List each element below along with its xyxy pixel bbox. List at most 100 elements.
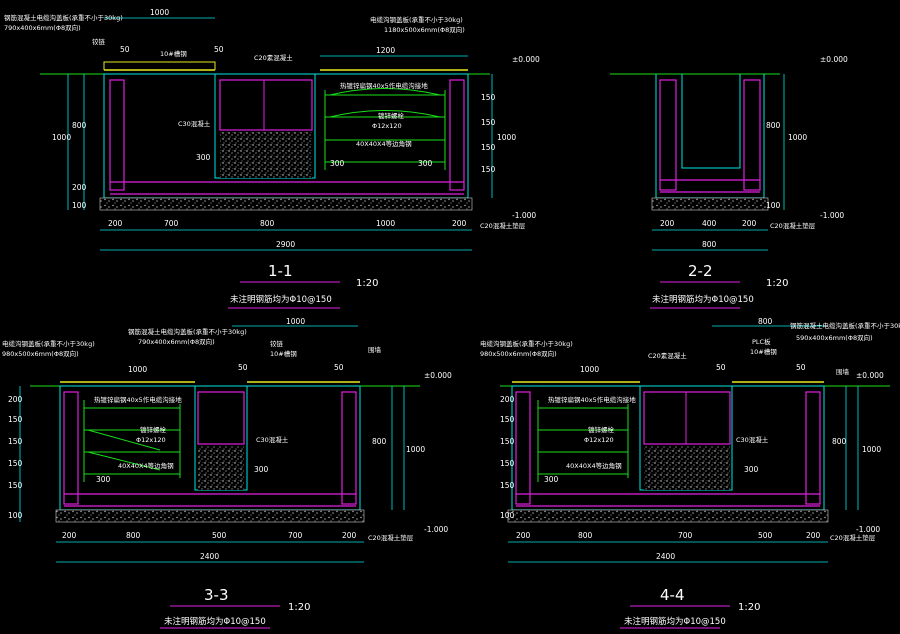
callout: Φ12x120 xyxy=(584,436,614,444)
dim-label: 150 xyxy=(8,459,23,468)
callout: Φ12x120 xyxy=(372,122,402,130)
dim-label: 800 xyxy=(260,219,275,228)
dim-label: 150 xyxy=(481,118,496,127)
callout: 热镀锌扁钢40x5作电缆沟接地 xyxy=(340,81,428,90)
dim-label: 1000 xyxy=(862,445,881,454)
dim-label: 100 xyxy=(8,511,23,520)
level-label: ±0.000 xyxy=(820,55,848,64)
section-1-1 xyxy=(40,17,493,309)
callout: C20混凝土垫层 xyxy=(830,533,876,542)
dim-label: 200 xyxy=(452,219,467,228)
callout: 40X40X4等边角钢 xyxy=(356,139,412,148)
dim-label: 800 xyxy=(766,121,781,130)
section-title: 3-3 xyxy=(204,586,229,604)
dim-label: 50 xyxy=(120,45,130,54)
section-title: 4-4 xyxy=(660,586,685,604)
callout: 980x500x6mm(Φ8双向) xyxy=(480,349,557,358)
level-label: ±0.000 xyxy=(856,371,884,380)
dim-label: 50 xyxy=(716,363,726,372)
callout: 热镀锌扁钢40x5作电缆沟接地 xyxy=(94,395,182,404)
dim-total: 2400 xyxy=(200,552,219,561)
callout: 40X40X4等边角钢 xyxy=(118,461,174,470)
callout: 1180x500x6mm(Φ8双向) xyxy=(384,25,465,34)
dim-label: 1000 xyxy=(788,133,807,142)
section-scale: 1:20 xyxy=(288,602,310,613)
dim-label: 200 xyxy=(342,531,357,540)
callout: 40X40X4等边角钢 xyxy=(566,461,622,470)
dim-label: 300 xyxy=(196,153,211,162)
level-label: -1.000 xyxy=(856,525,880,534)
callout: 10#槽钢 xyxy=(270,349,297,358)
callout: 铰链 xyxy=(92,37,106,46)
dim-label: 50 xyxy=(238,363,248,372)
callout: 热镀锌扁钢40x5作电缆沟接地 xyxy=(548,395,636,404)
dim-label: 400 xyxy=(702,219,717,228)
callout: C20混凝土垫层 xyxy=(770,221,816,230)
dim-label: 1000 xyxy=(497,133,516,142)
dim-total: 2400 xyxy=(656,552,675,561)
dim-label: 300 xyxy=(330,159,345,168)
dim-label: 1000 xyxy=(406,445,425,454)
callout: 790x400x6mm(Φ8双向) xyxy=(138,337,215,346)
section-title: 1-1 xyxy=(268,262,293,280)
dim-label: 500 xyxy=(758,531,773,540)
dim-label: 1000 xyxy=(128,365,147,374)
rebar-note: 未注明钢筋均为Φ10@150 xyxy=(164,616,266,627)
section-title: 2-2 xyxy=(688,262,713,280)
callout: 镀锌螺栓 xyxy=(378,111,405,120)
dim-label: 100 xyxy=(500,511,515,520)
rebar-note: 未注明钢筋均为Φ10@150 xyxy=(230,294,332,305)
dim-label: 150 xyxy=(481,93,496,102)
level-label: -1.000 xyxy=(512,211,536,220)
dim-label: 150 xyxy=(500,459,515,468)
dim-label: 150 xyxy=(481,165,496,174)
dim-label: 150 xyxy=(8,415,23,424)
dim-label: 800 xyxy=(832,437,847,446)
callout: C20素混凝土 xyxy=(648,351,687,360)
dim-label: 1000 xyxy=(150,8,169,17)
dim-label: 300 xyxy=(254,465,269,474)
dim-label: 100 xyxy=(766,201,781,210)
dim-label: 1000 xyxy=(52,133,71,142)
dim-label: 150 xyxy=(481,143,496,152)
callout: Φ12x120 xyxy=(136,436,166,444)
callout: C20混凝土垫层 xyxy=(480,221,526,230)
dim-label: 200 xyxy=(62,531,77,540)
callout: PLC板 xyxy=(752,337,771,346)
callout: 钢筋混凝土电缆沟盖板(承重不小于30kg) xyxy=(790,321,900,330)
callout: C20混凝土垫层 xyxy=(368,533,414,542)
dim-label: 300 xyxy=(544,475,559,484)
dim-label: 200 xyxy=(660,219,675,228)
callout: 钢筋混凝土电缆沟盖板(承重不小于30kg) xyxy=(128,327,247,336)
dim-label: 200 xyxy=(742,219,757,228)
section-scale: 1:20 xyxy=(356,278,378,289)
dim-label: 150 xyxy=(500,415,515,424)
callout: 10#槽钢 xyxy=(160,49,187,58)
section-scale: 1:20 xyxy=(766,278,788,289)
dim-label: 200 xyxy=(8,395,23,404)
dim-label: 700 xyxy=(164,219,179,228)
dim-label: 200 xyxy=(806,531,821,540)
level-label: -1.000 xyxy=(424,525,448,534)
dim-label: 1000 xyxy=(580,365,599,374)
callout: C30混凝土 xyxy=(736,435,769,444)
dim-label: 1000 xyxy=(376,219,395,228)
callout: 镀锌螺栓 xyxy=(588,425,615,434)
callout: 镀锌螺栓 xyxy=(140,425,167,434)
dim-total: 800 xyxy=(702,240,717,249)
dim-label: 800 xyxy=(758,317,773,326)
dim-label: 150 xyxy=(8,437,23,446)
dim-label: 200 xyxy=(516,531,531,540)
dim-label: 300 xyxy=(418,159,433,168)
dim-label: 800 xyxy=(126,531,141,540)
dim-label: 150 xyxy=(500,481,515,490)
section-3-3 xyxy=(19,325,420,629)
dim-label: 50 xyxy=(796,363,806,372)
rebar-note: 未注明钢筋均为Φ10@150 xyxy=(624,616,726,627)
callout: 围墙 xyxy=(368,345,382,354)
dim-total: 2900 xyxy=(276,240,295,249)
callout: C20素混凝土 xyxy=(254,53,293,62)
callout: C30混凝土 xyxy=(256,435,289,444)
dim-label: 150 xyxy=(500,437,515,446)
callout: 10#槽钢 xyxy=(750,347,777,356)
